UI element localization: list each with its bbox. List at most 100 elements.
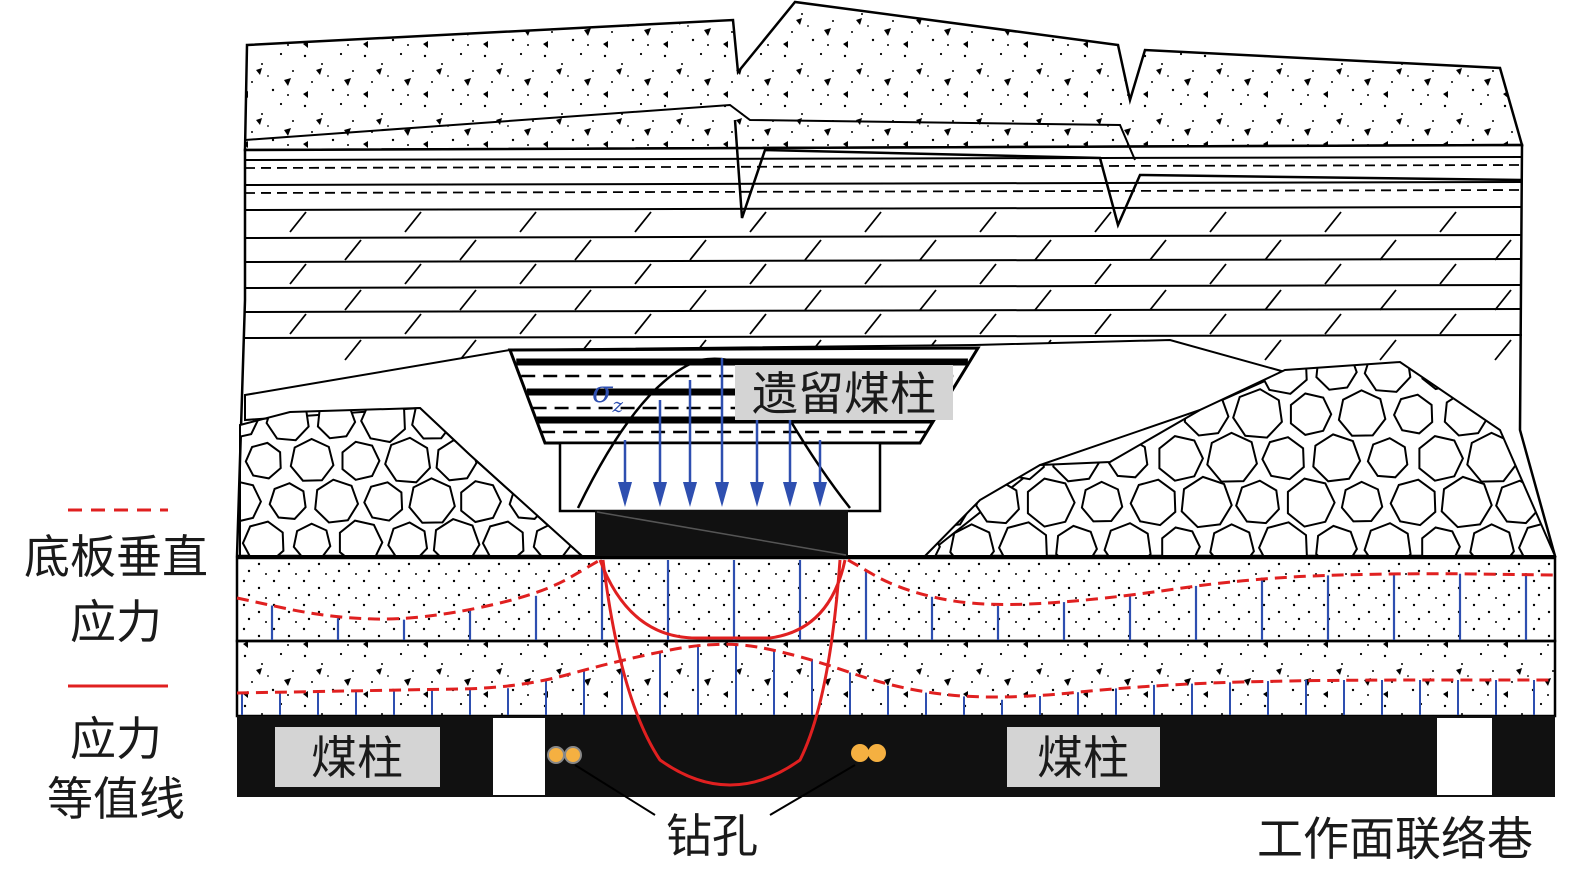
rubble-block xyxy=(338,519,384,556)
pillar-label: 遗留煤柱 xyxy=(752,367,936,421)
coal-pillar-right-label: 煤柱 xyxy=(1037,731,1129,785)
stress-bulb-outline xyxy=(576,357,851,509)
strata-tick xyxy=(1264,339,1282,361)
strata-tick xyxy=(1209,263,1227,285)
strata-tick xyxy=(519,211,537,233)
rubble-block xyxy=(1440,475,1493,529)
rubble-block xyxy=(240,480,263,524)
strata-tick xyxy=(979,263,997,285)
strata-tick xyxy=(1494,239,1512,261)
strata-tick xyxy=(1094,211,1112,233)
rubble-block xyxy=(1257,521,1308,556)
strata-tick xyxy=(1034,239,1052,261)
strata-tick xyxy=(1379,239,1397,261)
strata-tick xyxy=(1149,289,1167,311)
rubble-block xyxy=(408,477,456,524)
floor-vertical-stress-curve-lower xyxy=(236,642,1555,699)
strata-tick xyxy=(1494,339,1512,361)
roadway-left xyxy=(493,718,545,795)
strata-tick xyxy=(1209,211,1227,233)
stress-symbol: σz xyxy=(592,375,623,417)
strata-tick xyxy=(289,211,307,233)
top-sandstone-layer xyxy=(243,0,1524,152)
rubble-block xyxy=(1180,475,1233,529)
rubble-block xyxy=(1315,362,1358,391)
strata-tick xyxy=(689,239,707,261)
strata-tick xyxy=(1439,313,1457,335)
strata-tick xyxy=(919,289,937,311)
strata-tick xyxy=(634,211,652,233)
strata-tick xyxy=(919,239,937,261)
stress-arrow-head xyxy=(783,482,797,507)
rubble-block xyxy=(1366,437,1409,479)
strata-tick xyxy=(1379,339,1397,361)
stress-arrow-head xyxy=(618,482,632,507)
rubble-block xyxy=(1161,526,1201,556)
rubble-block xyxy=(432,517,481,556)
strata-tick xyxy=(1034,289,1052,311)
rubble-block xyxy=(1337,389,1387,437)
rubble-block xyxy=(1103,522,1152,556)
strata-tick xyxy=(344,289,362,311)
stress-contour-outer xyxy=(601,559,842,787)
rubble-block xyxy=(341,440,381,481)
strata-tick xyxy=(1264,239,1282,261)
strata-tick xyxy=(1324,313,1342,335)
strata-tick xyxy=(404,211,422,233)
rubble-block xyxy=(1080,480,1124,523)
rubble-block xyxy=(481,520,525,556)
strata-tick xyxy=(749,263,767,285)
legend-dashed-label-1: 底板垂直 xyxy=(24,530,208,584)
rubble-block xyxy=(1392,393,1434,435)
strata-tick xyxy=(864,313,882,335)
rubble-block xyxy=(1421,526,1461,556)
strata-line xyxy=(244,206,1523,211)
strata-tick xyxy=(1094,263,1112,285)
rubble-block xyxy=(292,522,332,556)
floor-stress-bars xyxy=(241,560,1535,715)
rubble-block xyxy=(1389,478,1437,527)
strata-tick xyxy=(459,339,477,361)
coal-pillar-left-label: 煤柱 xyxy=(311,731,403,785)
lower-coal-seam xyxy=(237,716,1555,797)
strata-line xyxy=(244,308,1523,313)
roadway-label: 工作面联络巷 xyxy=(1257,812,1533,866)
fault-line xyxy=(244,103,1136,161)
strata-tick xyxy=(1209,313,1227,335)
stress-contour-inner xyxy=(598,559,847,640)
coal-pillar-left-box xyxy=(275,727,440,787)
floor-vertical-stress-curve-upper xyxy=(236,558,1556,621)
rubble-block xyxy=(1129,478,1177,527)
strata-tick xyxy=(749,313,767,335)
strata-tick xyxy=(289,263,307,285)
fault-line xyxy=(733,119,1523,229)
rubble-block xyxy=(1340,480,1384,523)
strata-tick xyxy=(804,289,822,311)
strata-tick xyxy=(1379,289,1397,311)
floor-layer-2 xyxy=(235,639,1557,718)
strata-tick xyxy=(289,313,307,335)
strata-tick xyxy=(1324,211,1342,233)
strata-tick xyxy=(1149,239,1167,261)
strata-line xyxy=(244,284,1523,289)
strata-tick xyxy=(404,263,422,285)
rubble-block xyxy=(1235,479,1280,525)
rubble-block xyxy=(363,481,404,522)
strata-line xyxy=(244,258,1523,263)
strata-tick xyxy=(404,313,422,335)
strata-tick xyxy=(519,263,537,285)
rubble-block xyxy=(1518,362,1555,395)
stress-arrow-head xyxy=(653,482,667,507)
rubble-block xyxy=(1286,477,1336,528)
pillar-label-box xyxy=(735,365,953,420)
strata-tick xyxy=(344,239,362,261)
rubble-block xyxy=(1418,435,1465,482)
stress-arrow-head xyxy=(813,482,827,507)
legend-dashed-label-2: 应力 xyxy=(70,595,162,649)
strata-tick xyxy=(459,239,477,261)
legend-solid-label-1: 应力 xyxy=(70,712,162,766)
strata-tick xyxy=(749,211,767,233)
strata-tick xyxy=(1494,289,1512,311)
strata-tick xyxy=(864,211,882,233)
